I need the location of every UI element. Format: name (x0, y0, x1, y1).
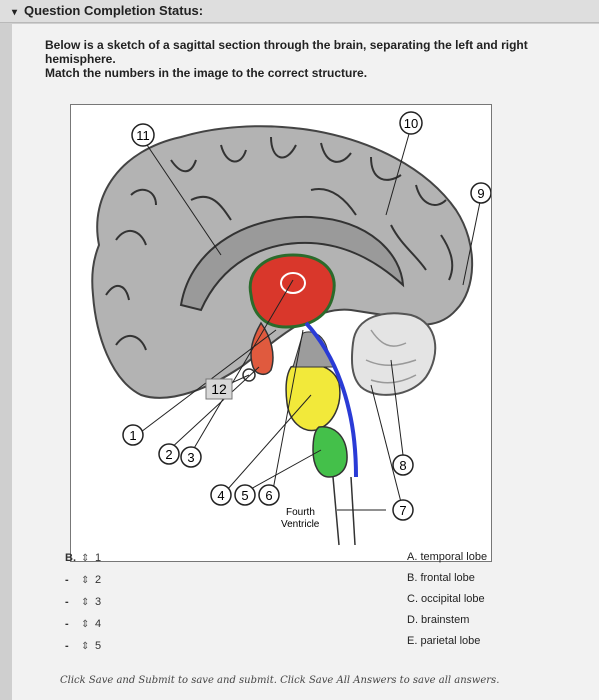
marker-12: 12 (205, 378, 233, 400)
option-c: C. occipital lobe (407, 593, 485, 605)
selected-answer: B. (65, 552, 76, 564)
option-a: A. temporal lobe (407, 551, 488, 563)
question-card: Below is a sketch of a sagittal section … (12, 24, 599, 700)
svg-text:8: 8 (399, 458, 406, 473)
marker-1: 1 (122, 424, 144, 446)
match-number: 2 (95, 574, 102, 586)
selected-answer: - (65, 618, 69, 630)
marker-8: 8 (392, 454, 414, 476)
match-number: 5 (95, 640, 102, 652)
select-arrows-icon[interactable]: ⇕ (81, 641, 90, 652)
fourth-ventricle-label-2: Ventricle (281, 519, 320, 530)
brain-sagittal-diagram: 11 10 9 12 1 2 3 4 5 6 8 7 Fourth Ventri… (91, 111, 491, 546)
svg-text:12: 12 (211, 381, 227, 397)
save-instructions: Click Save and Submit to save and submit… (60, 675, 500, 686)
status-title: Question Completion Status: (24, 3, 204, 18)
marker-2: 2 (158, 443, 180, 465)
cortical-folds (105, 136, 454, 351)
marker-11: 11 (131, 123, 155, 147)
figure-markers: 11 10 9 12 1 2 3 4 5 6 8 7 Fourth Ventri… (122, 111, 491, 530)
svg-text:11: 11 (136, 128, 150, 143)
match-row-5[interactable]: - ⇕ 5 (65, 637, 111, 655)
svg-text:10: 10 (404, 116, 418, 131)
select-arrows-icon[interactable]: ⇕ (81, 553, 90, 564)
prompt-line-1: Below is a sketch of a sagittal section … (45, 38, 528, 66)
selected-answer: - (65, 640, 69, 652)
marker-4: 4 (210, 484, 232, 506)
pons-medulla (312, 426, 348, 478)
prompt-line-2: Match the numbers in the image to the co… (45, 66, 368, 80)
marker-9: 9 (470, 182, 491, 204)
midbrain (285, 363, 341, 432)
cerebral-aqueduct (304, 321, 358, 478)
svg-text:6: 6 (265, 488, 272, 503)
marker-6: 6 (258, 484, 280, 506)
svg-text:5: 5 (241, 488, 248, 503)
question-status-bar[interactable]: ▾ Question Completion Status: (0, 0, 599, 23)
marker-10: 10 (399, 111, 423, 135)
match-row-2[interactable]: - ⇕ 2 (65, 571, 111, 589)
svg-text:3: 3 (187, 450, 194, 465)
match-number: 3 (95, 596, 102, 608)
match-number: 4 (95, 618, 102, 630)
marker-5: 5 (234, 484, 256, 506)
brain-figure: 11 10 9 12 1 2 3 4 5 6 8 7 Fourth Ventri… (70, 104, 492, 562)
svg-text:7: 7 (399, 503, 406, 518)
select-arrows-icon[interactable]: ⇕ (81, 619, 90, 630)
svg-text:2: 2 (165, 447, 172, 462)
pineal-body (280, 272, 306, 294)
marker-3: 3 (180, 446, 202, 468)
svg-text:9: 9 (477, 186, 484, 201)
marker-7: 7 (392, 499, 414, 521)
svg-text:4: 4 (217, 488, 224, 503)
match-number: 1 (95, 552, 102, 564)
chevron-down-icon[interactable]: ▾ (12, 7, 18, 18)
select-arrows-icon[interactable]: ⇕ (81, 597, 90, 608)
select-arrows-icon[interactable]: ⇕ (81, 575, 90, 586)
selected-answer: - (65, 574, 69, 586)
match-row-1[interactable]: B. ⇕ 1 (65, 549, 111, 567)
svg-text:1: 1 (129, 428, 136, 443)
option-d: D. brainstem (407, 614, 470, 626)
selected-answer: - (65, 596, 69, 608)
spinal-cord (332, 476, 356, 546)
question-prompt: Below is a sketch of a sagittal section … (45, 38, 590, 80)
match-row-4[interactable]: - ⇕ 4 (65, 615, 111, 633)
match-row-3[interactable]: - ⇕ 3 (65, 593, 111, 611)
option-e: E. parietal lobe (407, 635, 481, 647)
fourth-ventricle-label-1: Fourth (286, 507, 315, 518)
corpus-callosum (179, 215, 405, 312)
option-b: B. frontal lobe (407, 572, 475, 584)
